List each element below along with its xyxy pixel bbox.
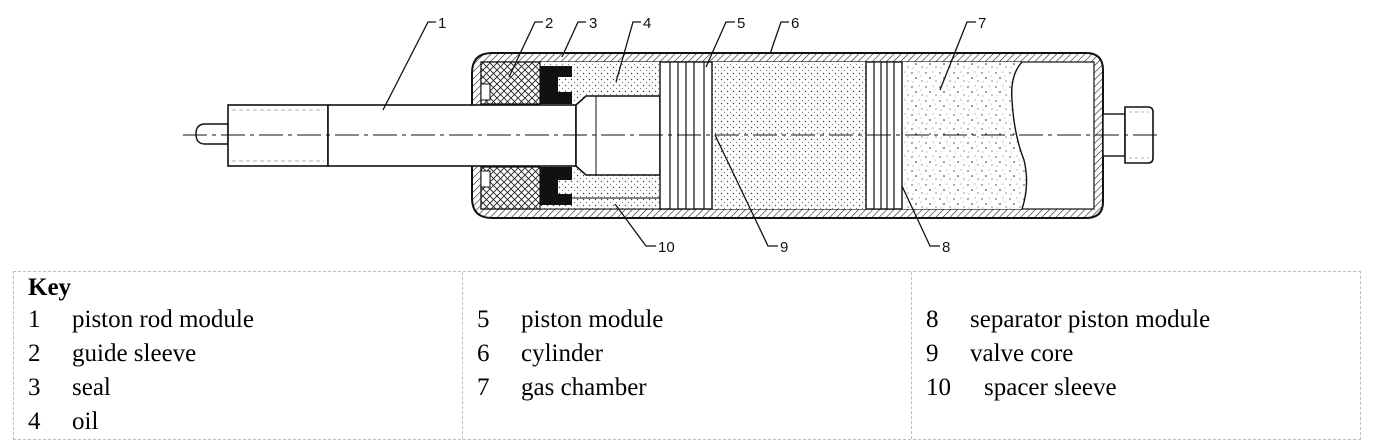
callout-8: 8 [942, 239, 950, 256]
callout-6: 6 [791, 15, 799, 32]
key-item: 6 cylinder [477, 340, 603, 374]
callout-3: 3 [589, 15, 597, 32]
callout-4: 4 [643, 15, 651, 32]
key-item-number: 1 [28, 306, 41, 333]
key-title: Key [28, 274, 72, 301]
callout-1: 1 [438, 15, 446, 32]
key-item-label: seal [72, 374, 111, 401]
key-item-label: cylinder [521, 340, 603, 367]
key-column-1: Key 1 piston rod module 2 guide sleeve 3 se… [14, 272, 462, 439]
key-table: Key 1 piston rod module 2 guide sleeve 3 se… [13, 271, 1361, 440]
callout-2: 2 [545, 15, 553, 32]
callout-10: 10 [658, 239, 675, 256]
key-item-number: 6 [477, 340, 490, 367]
callout-leaders [382, 21, 976, 247]
key-item-number: 8 [926, 306, 939, 333]
key-column-3: 8 separator piston module 9 valve core 10 s… [911, 272, 1361, 439]
key-item-label: valve core [970, 340, 1074, 367]
key-item-label: guide sleeve [72, 340, 197, 367]
key-item-number: 7 [477, 374, 490, 401]
key-item: 3 seal [28, 374, 111, 408]
key-item: 1 piston rod module [28, 306, 254, 340]
key-item-number: 2 [28, 340, 41, 367]
key-item-number: 9 [926, 340, 939, 367]
key-item-number: 4 [28, 408, 41, 435]
key-item: 5 piston module [477, 306, 663, 340]
key-item-label: separator piston module [970, 306, 1211, 333]
gas-spring-cross-section-diagram: 1 2 3 4 5 6 7 8 9 10 [183, 15, 1160, 256]
key-item-number: 10 [926, 374, 951, 401]
key-item-label: spacer sleeve [984, 374, 1117, 401]
key-item-label: piston module [521, 306, 664, 333]
key-item: 9 valve core [926, 340, 1073, 374]
key-column-2: 5 piston module 6 cylinder 7 gas chamber [462, 272, 912, 439]
callout-7: 7 [978, 15, 986, 32]
key-item-number: 3 [28, 374, 41, 401]
callout-9: 9 [780, 239, 788, 256]
key-item-label: gas chamber [521, 374, 647, 401]
seal [540, 66, 572, 205]
key-item-label: oil [72, 408, 99, 435]
key-item: 7 gas chamber [477, 374, 647, 408]
key-item-number: 5 [477, 306, 490, 333]
key-item: 4 oil [28, 408, 98, 442]
key-item: 10 spacer sleeve [926, 374, 1117, 408]
callout-5: 5 [737, 15, 745, 32]
key-item: 8 separator piston module [926, 306, 1210, 340]
key-item: 2 guide sleeve [28, 340, 196, 374]
key-item-label: piston rod module [72, 306, 254, 333]
